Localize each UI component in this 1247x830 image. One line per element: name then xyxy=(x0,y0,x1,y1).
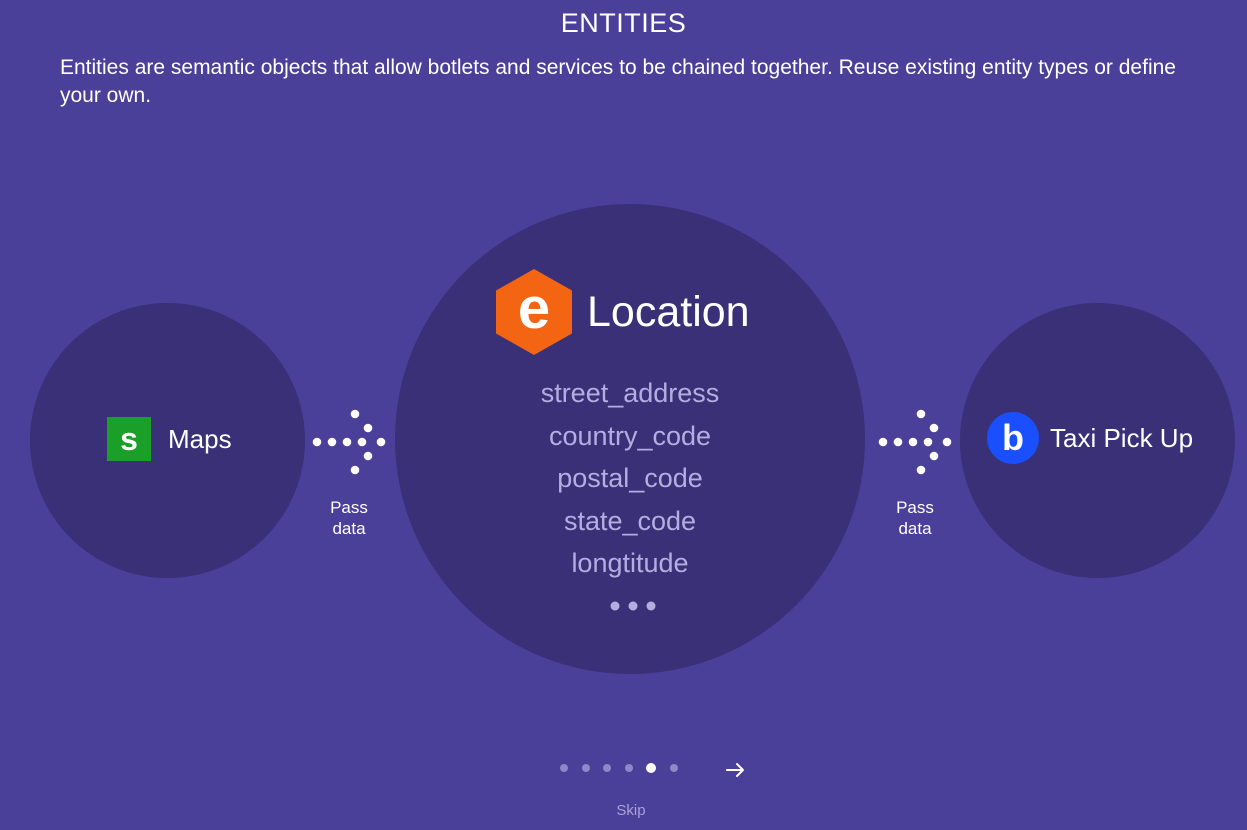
entity-field: street_address xyxy=(540,378,720,408)
page-dot-active[interactable] xyxy=(646,763,656,773)
pass-label-line1: Pass xyxy=(896,498,934,517)
page-dot[interactable] xyxy=(560,764,568,772)
entity-field-list: street_address country_code postal_code … xyxy=(395,372,865,585)
page-dot[interactable] xyxy=(669,764,678,772)
taxi-b-icon: b xyxy=(987,412,1039,464)
pass-label-line2: data xyxy=(332,519,366,538)
entity-title: Location xyxy=(587,287,750,336)
taxi-label: Taxi Pick Up xyxy=(1050,422,1194,453)
page-title: ENTITIES xyxy=(560,8,687,38)
dotted-arrow-right-icon xyxy=(312,409,386,475)
page-dot[interactable] xyxy=(603,764,611,772)
page-indicator xyxy=(560,762,680,774)
entity-icon-letter: e xyxy=(518,276,550,341)
page-dot[interactable] xyxy=(624,764,633,772)
entity-field: postal_code xyxy=(557,463,703,494)
pass-label-line2: data xyxy=(898,519,932,538)
page-description: Entities are semantic objects that allow… xyxy=(60,56,1176,107)
entity-header: e Location xyxy=(496,269,750,355)
maps-label: Maps xyxy=(168,423,232,454)
maps-service: s Maps xyxy=(107,417,232,461)
ellipsis-icon xyxy=(610,601,656,611)
maps-service-circle xyxy=(30,303,305,578)
pass-data-label-left: Pass data xyxy=(309,497,389,539)
entity-field: country_code xyxy=(548,420,712,451)
taxi-service: b Taxi Pick Up xyxy=(987,412,1193,464)
skip-link[interactable]: Skip xyxy=(616,802,646,819)
pass-label-line1: Pass xyxy=(330,498,368,517)
dotted-arrow-right-icon xyxy=(878,409,952,475)
page-dot[interactable] xyxy=(581,764,590,772)
entity-field: state_code xyxy=(563,505,697,536)
pass-data-label-right: Pass data xyxy=(875,497,955,539)
maps-s-icon: s xyxy=(107,417,151,461)
entity-hexagon-icon: e xyxy=(496,269,572,355)
entity-field: longtitude xyxy=(571,548,689,579)
entity-circle xyxy=(395,204,865,674)
arrow-right-icon[interactable] xyxy=(724,758,748,782)
